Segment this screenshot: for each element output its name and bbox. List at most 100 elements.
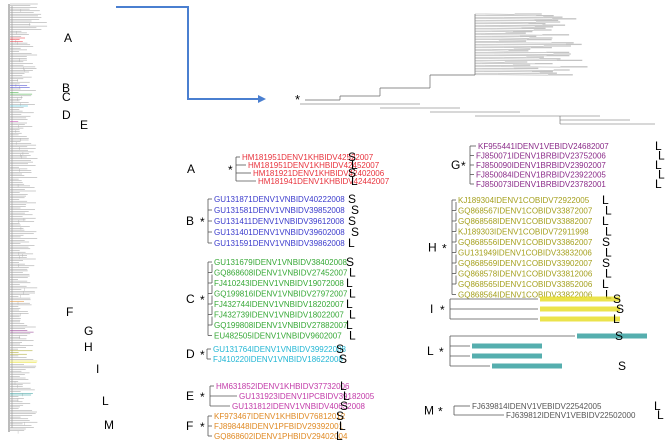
taxon-label: FJ850084IDENV1BRBIDV23922005 [476, 171, 606, 180]
size-tag: L [351, 158, 358, 172]
taxon-label: GQ868569IDENV1COBIDV33902007 [458, 259, 593, 268]
clade-letter-l: L [427, 344, 434, 358]
size-tag: S [351, 225, 359, 239]
size-tag: S [613, 292, 621, 306]
size-tag: S [351, 203, 359, 217]
size-tag: S [348, 192, 356, 206]
size-tag: S [616, 302, 624, 316]
support-marker: * [200, 293, 205, 307]
clade-letter-b: B [186, 214, 194, 228]
overview-label-m: M [104, 418, 114, 432]
taxon-label-illegible [472, 343, 542, 349]
taxon-label: GU131949IDENV1COBIDV33832006 [458, 249, 592, 258]
size-tag: S [336, 409, 344, 423]
taxon-label: GQ868568IDENV1COBIDV33882007 [458, 217, 593, 226]
size-tag: L [340, 379, 347, 393]
size-tag: S [348, 150, 356, 164]
size-tag: L [349, 287, 356, 301]
clade-e: E*HM631852IDENV1KHBIDV37732006LGU131923I… [186, 379, 375, 413]
taxon-label: FJ898448IDENV1PFBIDV29392001 [214, 422, 344, 431]
size-tag: L [346, 276, 353, 290]
support-marker: * [200, 215, 205, 229]
overview-label-b: B [62, 81, 70, 95]
size-tag: S [602, 235, 610, 249]
taxon-label: GU131581DENV1VNBIDV39852008 [214, 206, 345, 215]
taxon-label: GU131923IDENV1IPCBIDV39182005 [239, 392, 375, 401]
overview-label-i: I [96, 362, 99, 376]
support-marker: * [228, 163, 233, 177]
taxon-label: GU131411DENV1VNBIDV39612008 [214, 217, 345, 226]
support-marker: * [461, 159, 466, 173]
size-tag: L [349, 308, 356, 322]
size-tag: L [602, 193, 609, 207]
size-tag: L [339, 419, 346, 433]
support-marker: * [439, 345, 444, 359]
taxon-label: KJ189304IDENV1COBIDV72922005 [458, 196, 590, 205]
taxon-label: GU131401DENV1VNBIDV39602008 [214, 228, 345, 237]
size-tag: S [618, 359, 626, 373]
taxon-label: GQ868556IDENV1COBIDV33862007 [458, 238, 593, 247]
taxon-label: GQ868564IDENV1COBIDV33822006 [458, 291, 593, 300]
size-tag: L [349, 329, 356, 343]
size-tag: S [348, 214, 356, 228]
clade-letter-m: M [424, 404, 434, 418]
taxon-label: HM181921DENV1KHBIDV42402006 [253, 169, 385, 178]
taxon-label: GQ868567IDENV1COBIDV33872007 [458, 207, 593, 216]
taxon-label: GQ868608IDENV1VNBIDV27452007 [214, 269, 348, 278]
overview-label-l: L [102, 394, 109, 408]
support-marker: * [200, 348, 205, 362]
size-tag: S [602, 256, 610, 270]
size-tag: L [602, 277, 609, 291]
clade-f: F*KF973467IDENV1KHBIDV76812012SFJ898448I… [186, 409, 348, 440]
clade-letter-e: E [186, 389, 194, 403]
mini-tree-marker: * [295, 92, 300, 107]
mini-tree [300, 13, 655, 125]
overview-tree [8, 3, 48, 434]
taxon-label-illegible [540, 316, 620, 322]
taxon-label: GQ868578IDENV1COBIDV33812006 [458, 270, 593, 279]
clade-letter-d: D [186, 347, 195, 361]
clade-letter-f: F [186, 419, 193, 433]
support-marker: * [200, 390, 205, 404]
size-tag: L [654, 399, 661, 413]
size-tag: L [657, 408, 664, 422]
size-tag: L [655, 158, 662, 172]
support-marker: * [440, 303, 445, 317]
clade-i: I*SSL [430, 292, 624, 326]
overview-label-g: G [84, 324, 93, 338]
overview-label-e: E [80, 118, 88, 132]
taxon-label: HM181951DENV1KHBIDV42522007 [242, 153, 374, 162]
taxon-label: FJ410220IDENV1VNBIDV18622008 [213, 355, 343, 364]
size-tag: L [658, 168, 665, 182]
overview-label-f: F [66, 305, 73, 319]
zoom-arrow [116, 6, 266, 103]
size-tag: S [340, 399, 348, 413]
taxon-label: GU131764IDENV1VNBIDV39922008 [213, 345, 347, 354]
size-tag: L [351, 174, 358, 188]
taxon-label-illegible [540, 306, 620, 312]
overview-label-d: D [62, 108, 71, 122]
taxon-label: KF955441IDENV1VEBIDV24682007 [478, 142, 609, 151]
size-tag: L [348, 236, 355, 250]
clade-letter-h: H [428, 240, 437, 254]
size-tag: L [349, 266, 356, 280]
size-tag: S [348, 166, 356, 180]
taxon-label: GU131591DENV1VNBIDV39862008 [214, 239, 345, 248]
size-tag: L [346, 318, 353, 332]
size-tag: S [339, 352, 347, 366]
taxon-label: FJ639814IDENV1VEBIDV22542005 [472, 402, 602, 411]
taxon-label: KJ189303IDENV1COBIDV72911998 [458, 228, 589, 237]
size-tag: L [658, 149, 665, 163]
taxon-label: HM181951DENV1KHBIDV42452007 [248, 161, 380, 170]
support-marker: * [442, 241, 447, 255]
taxon-label: GU131679IDENV1VNBIDV38402008 [214, 258, 348, 267]
taxon-label: GU131812IDENV1VNBIDV40632008 [232, 402, 366, 411]
size-tag: L [613, 312, 620, 326]
clade-letter-c: C [186, 292, 195, 306]
